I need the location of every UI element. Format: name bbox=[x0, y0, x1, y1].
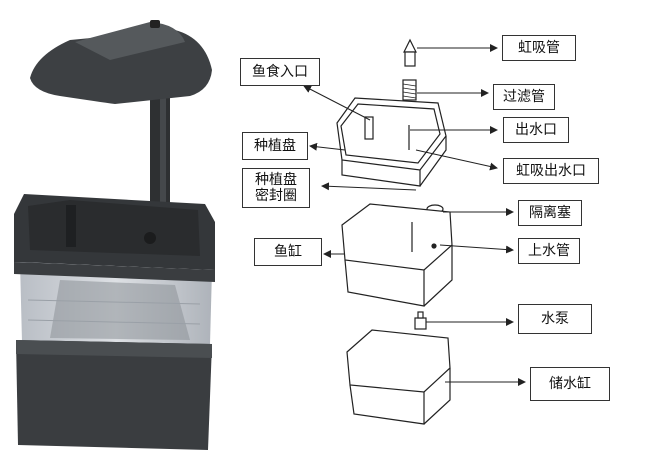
fish-tank-part bbox=[341, 203, 453, 307]
assembled-device-illustration bbox=[14, 20, 215, 450]
lamp-head bbox=[30, 30, 212, 104]
device-reservoir bbox=[16, 340, 212, 450]
label-fish-food-inlet: 鱼食入口 bbox=[240, 58, 320, 86]
exploded-view bbox=[336, 38, 453, 425]
label-tray-seal-line2: 密封圈 bbox=[255, 188, 297, 204]
leader-lines bbox=[303, 44, 526, 386]
water-pump-part bbox=[414, 311, 427, 330]
label-isolation-plug: 隔离塞 bbox=[518, 200, 582, 226]
label-water-outlet: 出水口 bbox=[503, 117, 569, 143]
reservoir-part bbox=[346, 329, 451, 425]
siphon-tube-part bbox=[403, 38, 417, 67]
label-siphon-tube: 虹吸管 bbox=[502, 35, 576, 61]
label-planting-tray: 种植盘 bbox=[242, 132, 308, 160]
label-siphon-outlet: 虹吸出水口 bbox=[503, 158, 599, 184]
label-fish-tank: 鱼缸 bbox=[254, 238, 322, 266]
label-planting-tray-seal: 种植盘 密封圈 bbox=[242, 168, 310, 208]
filter-tube-part bbox=[402, 79, 417, 101]
label-reservoir-tank: 储水缸 bbox=[530, 367, 610, 401]
label-filter-tube: 过滤管 bbox=[493, 84, 555, 110]
label-water-pump: 水泵 bbox=[518, 304, 592, 334]
label-inlet-tube: 上水管 bbox=[518, 238, 580, 264]
planting-tray-part bbox=[336, 97, 447, 187]
label-tray-seal-line1: 种植盘 bbox=[255, 171, 297, 188]
